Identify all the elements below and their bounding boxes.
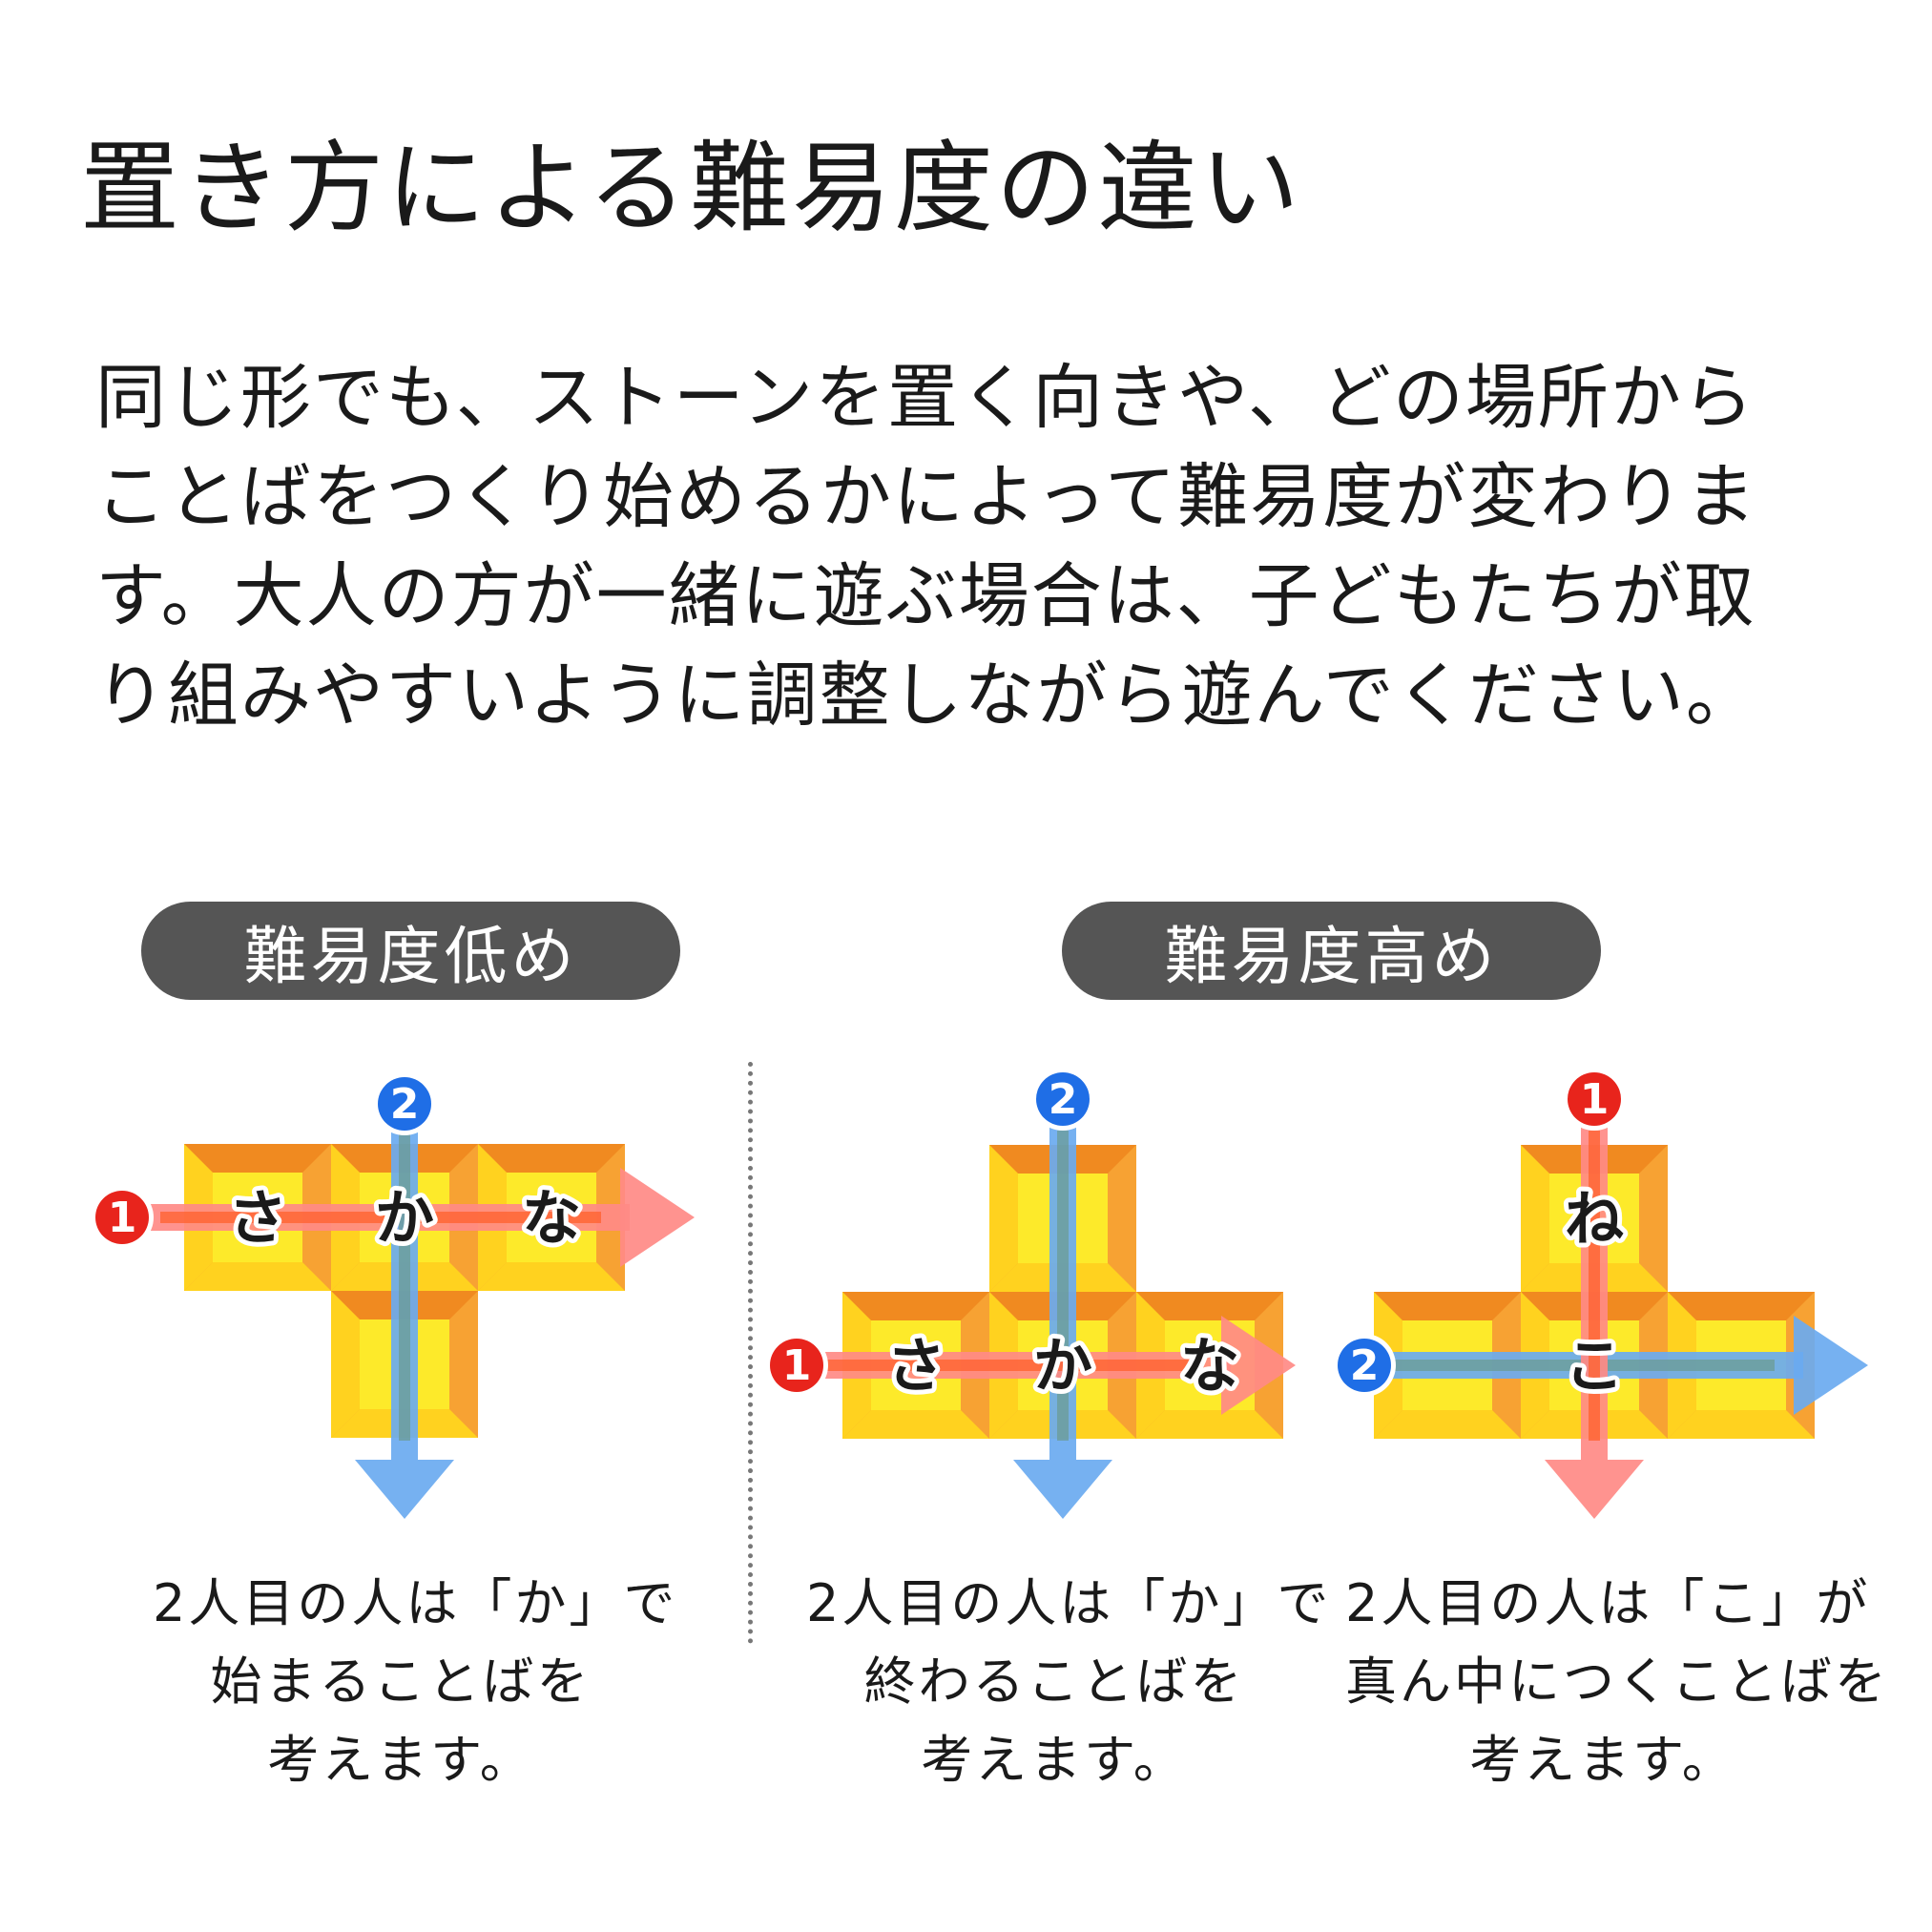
arrow-head [355,1460,454,1519]
caption-line: 考えます。 [153,1721,649,1799]
tile-letter: さ [886,1331,945,1401]
arrow-head [1545,1460,1644,1519]
arrow-head [620,1168,695,1267]
caption-line: 2人目の人は「か」で [153,1565,649,1643]
step-badge: 2 [373,1072,436,1135]
badge-number: 1 [1580,1075,1610,1124]
caption-high-1: 2人目の人は「か」で 終わることばを 考えます。 [806,1565,1302,1799]
tile-letter: な [522,1183,581,1253]
tile-letter: か [1033,1331,1092,1401]
tile-letter: こ [1565,1331,1624,1401]
badge-number: 2 [1049,1075,1078,1124]
badge-number: 2 [1350,1341,1380,1390]
caption-line: 真ん中につくことばを [1345,1643,1860,1721]
caption-low: 2人目の人は「か」で 始まることばを 考えます。 [153,1565,649,1799]
arrow-head [1794,1316,1868,1415]
step-badge: 2 [1031,1068,1094,1131]
badge-number: 1 [108,1194,137,1242]
badge-number: 2 [390,1080,420,1129]
step-badge: 1 [91,1186,154,1249]
caption-high-2: 2人目の人は「こ」が 真ん中につくことばを 考えます。 [1345,1565,1860,1799]
caption-line: 2人目の人は「か」で [806,1565,1302,1643]
step-badge: 2 [1333,1334,1396,1397]
tile-letter: ね [1565,1184,1624,1254]
step-badge: 1 [765,1334,828,1397]
tile-letter: か [375,1183,434,1253]
caption-line: 考えます。 [806,1721,1302,1799]
badge-number: 1 [782,1341,812,1390]
caption-line: 2人目の人は「こ」が [1345,1565,1860,1643]
tile-letter: さ [228,1183,287,1253]
caption-line: 考えます。 [1345,1721,1860,1799]
caption-line: 終わることばを [806,1643,1302,1721]
caption-line: 始まることばを [153,1643,649,1721]
step-badge: 1 [1563,1068,1626,1131]
arrow-head [1013,1460,1112,1519]
tile-letter: な [1180,1331,1239,1401]
